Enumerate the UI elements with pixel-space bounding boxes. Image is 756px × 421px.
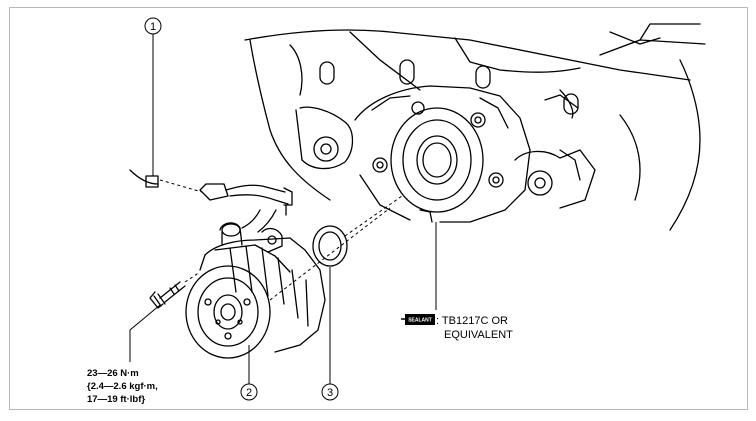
torque-line-3: 17—19 ft·lbf} bbox=[87, 394, 145, 405]
callout-2-label: 2 bbox=[246, 387, 252, 399]
torque-line-2: {2.4—2.6 kgf·m, bbox=[87, 381, 158, 392]
sealant-badge-label: SEALANT bbox=[408, 318, 432, 324]
callout-1: 1 bbox=[144, 17, 162, 35]
assembly-lines bbox=[159, 179, 403, 301]
diagram-frame bbox=[9, 7, 748, 410]
torque-line-1: 23—26 N·m bbox=[87, 368, 139, 379]
sealant-line-1: : TB1217C OR bbox=[436, 315, 508, 327]
callout-2: 2 bbox=[240, 383, 258, 401]
bolt bbox=[149, 281, 186, 309]
callout-3: 3 bbox=[321, 383, 339, 401]
callout-3-label: 3 bbox=[327, 387, 333, 399]
gasket bbox=[312, 225, 348, 267]
callout-1-label: 1 bbox=[150, 21, 156, 33]
leader-lines bbox=[129, 34, 437, 384]
engine-block bbox=[244, 23, 706, 231]
water-pump bbox=[185, 222, 326, 359]
sealant-note: SEALANT : TB1217C OR EQUIVALENT bbox=[401, 314, 513, 341]
sealant-badge bbox=[405, 314, 435, 325]
sealant-line-2: EQUIVALENT bbox=[444, 329, 513, 341]
torque-spec: 23—26 N·m {2.4—2.6 kgf·m, 17—19 ft·lbf} bbox=[87, 368, 158, 405]
wiring-harness bbox=[129, 169, 293, 233]
